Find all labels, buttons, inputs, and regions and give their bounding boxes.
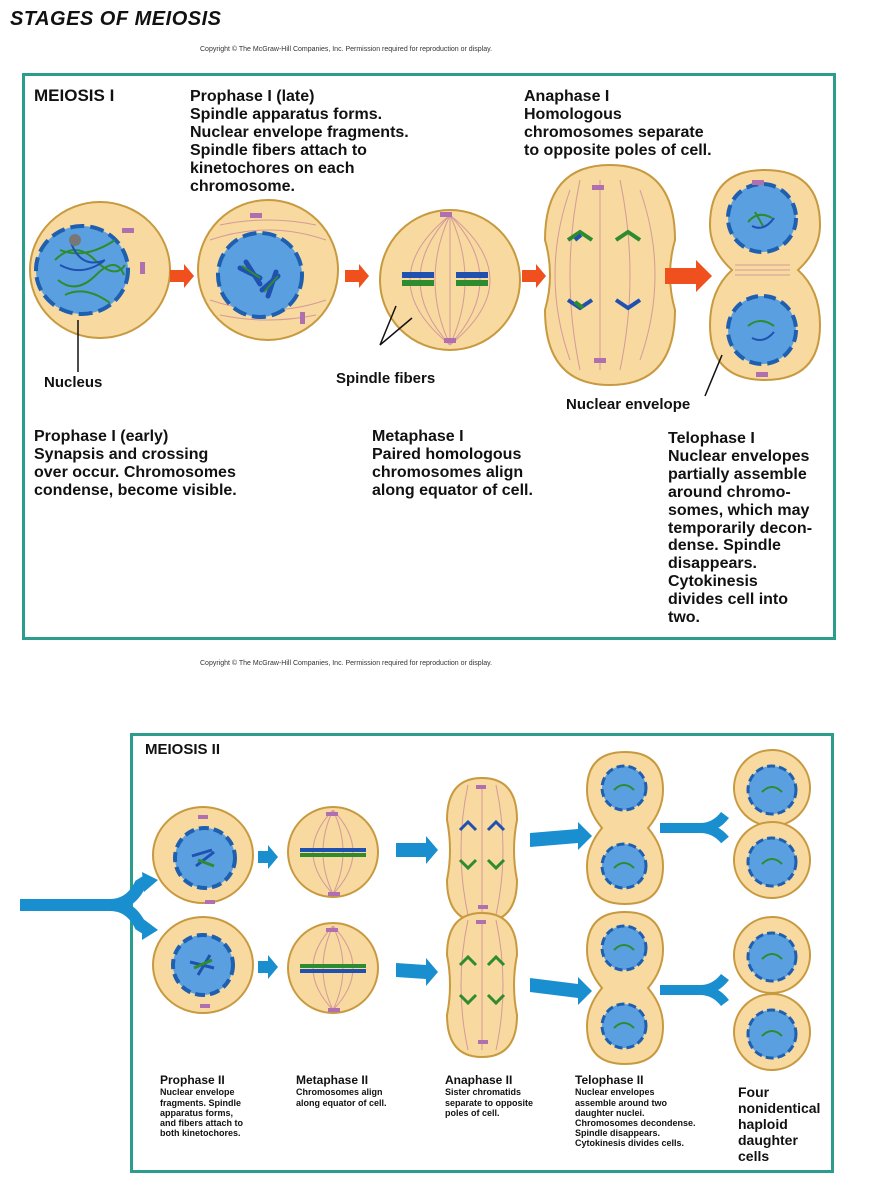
spindle-fibers-label: Spindle fibers (336, 370, 436, 387)
anaphase-1-text: Anaphase I Homologous chromosomes separa… (524, 88, 712, 160)
arrow-3 (522, 264, 546, 288)
nuclear-envelope-label: Nuclear envelope (566, 396, 691, 413)
telophase-2-title: Telophase II (575, 1073, 644, 1087)
cell-telophase-1 (708, 168, 822, 382)
prophase-2-text: Prophase II Nuclear envelope fragments. … (160, 1073, 244, 1138)
daughter-cells-bottom (733, 916, 811, 1071)
arrow-ii-2a (396, 836, 438, 864)
metaphase-1-text: Metaphase I Paired homologous chromosome… (372, 428, 533, 500)
cell-prophase-2-bottom (152, 916, 254, 1014)
split-arrow-right-top (660, 811, 729, 844)
cell-anaphase-2-top (445, 776, 519, 924)
page-title: STAGES OF MEIOSIS (10, 8, 222, 30)
telophase-1-desc: Nuclear envelopes partially assemble aro… (668, 447, 813, 627)
envelope-pointer (704, 354, 723, 397)
cell-telophase-2-top (585, 750, 665, 906)
copyright-bottom: Copyright © The McGraw-Hill Companies, I… (200, 660, 493, 667)
cell-anaphase-1 (543, 163, 677, 387)
prophase-1-late-text: Prophase I (late) Spindle apparatus form… (190, 88, 409, 195)
arrow-ii-3b (530, 977, 592, 1005)
metaphase-1-title: Metaphase I (372, 428, 464, 445)
metaphase-2-title: Metaphase II (296, 1073, 369, 1087)
prophase-1-late-desc: Spindle apparatus forms. Nuclear envelop… (190, 105, 409, 195)
arrow-ii-1a (258, 845, 278, 869)
cell-telophase-2-bottom (585, 910, 665, 1066)
prophase-1-early-text: Prophase I (early) Synapsis and crossing… (34, 428, 237, 500)
cell-metaphase-2-bottom (287, 922, 379, 1014)
nucleus-label: Nucleus (44, 374, 103, 391)
anaphase-2-text: Anaphase II Sister chromatids separate t… (445, 1073, 534, 1118)
telophase-2-desc: Nuclear envelopes assemble around two da… (575, 1087, 696, 1148)
cell-prophase-1-late (197, 199, 339, 341)
spindle-pointer (379, 305, 413, 346)
telophase-1-text: Telophase I Nuclear envelopes partially … (668, 430, 812, 627)
prophase-2-title: Prophase II (160, 1073, 225, 1087)
metaphase-1-desc: Paired homologous chromosomes align alon… (372, 445, 533, 499)
split-arrow-right-bottom (660, 973, 729, 1007)
anaphase-1-title: Anaphase I (524, 88, 610, 105)
daughter-cells-top (733, 749, 811, 899)
arrow-1 (170, 264, 194, 288)
anaphase-2-title: Anaphase II (445, 1073, 513, 1087)
arrow-ii-2b (396, 958, 438, 986)
split-arrow-left (20, 872, 158, 940)
arrow-4 (665, 260, 712, 292)
arrow-ii-3a (530, 822, 592, 850)
result-text: Four nonidentical haploid daughter cells (738, 1084, 821, 1165)
telophase-1-title: Telophase I (668, 430, 755, 447)
prophase-1-early-title: Prophase I (early) (34, 428, 169, 445)
cell-metaphase-2-top (287, 806, 379, 898)
prophase-2-desc: Nuclear envelope fragments. Spindle appa… (160, 1087, 244, 1138)
metaphase-2-text: Metaphase II Chromosomes align along equ… (296, 1073, 387, 1108)
prophase-1-early-desc: Synapsis and crossing over occur. Chromo… (34, 445, 237, 499)
meiosis-1-label: MEIOSIS I (34, 86, 115, 105)
cell-metaphase-1 (379, 209, 521, 351)
cell-prophase-1-early (29, 201, 171, 339)
meiosis-1-panel (22, 73, 836, 640)
copyright-top: Copyright © The McGraw-Hill Companies, I… (200, 46, 493, 53)
cell-anaphase-2-bottom (445, 911, 519, 1059)
telophase-2-text: Telophase II Nuclear envelopes assemble … (575, 1073, 696, 1148)
anaphase-1-desc: Homologous chromosomes separate to oppos… (524, 105, 712, 159)
arrow-ii-1b (258, 955, 278, 979)
meiosis-2-label: MEIOSIS II (145, 741, 221, 758)
prophase-1-late-title: Prophase I (late) (190, 88, 315, 105)
cell-prophase-2-top (152, 806, 254, 904)
arrow-2 (345, 264, 369, 288)
metaphase-2-desc: Chromosomes align along equator of cell. (296, 1087, 387, 1108)
anaphase-2-desc: Sister chromatids separate to opposite p… (445, 1087, 534, 1118)
